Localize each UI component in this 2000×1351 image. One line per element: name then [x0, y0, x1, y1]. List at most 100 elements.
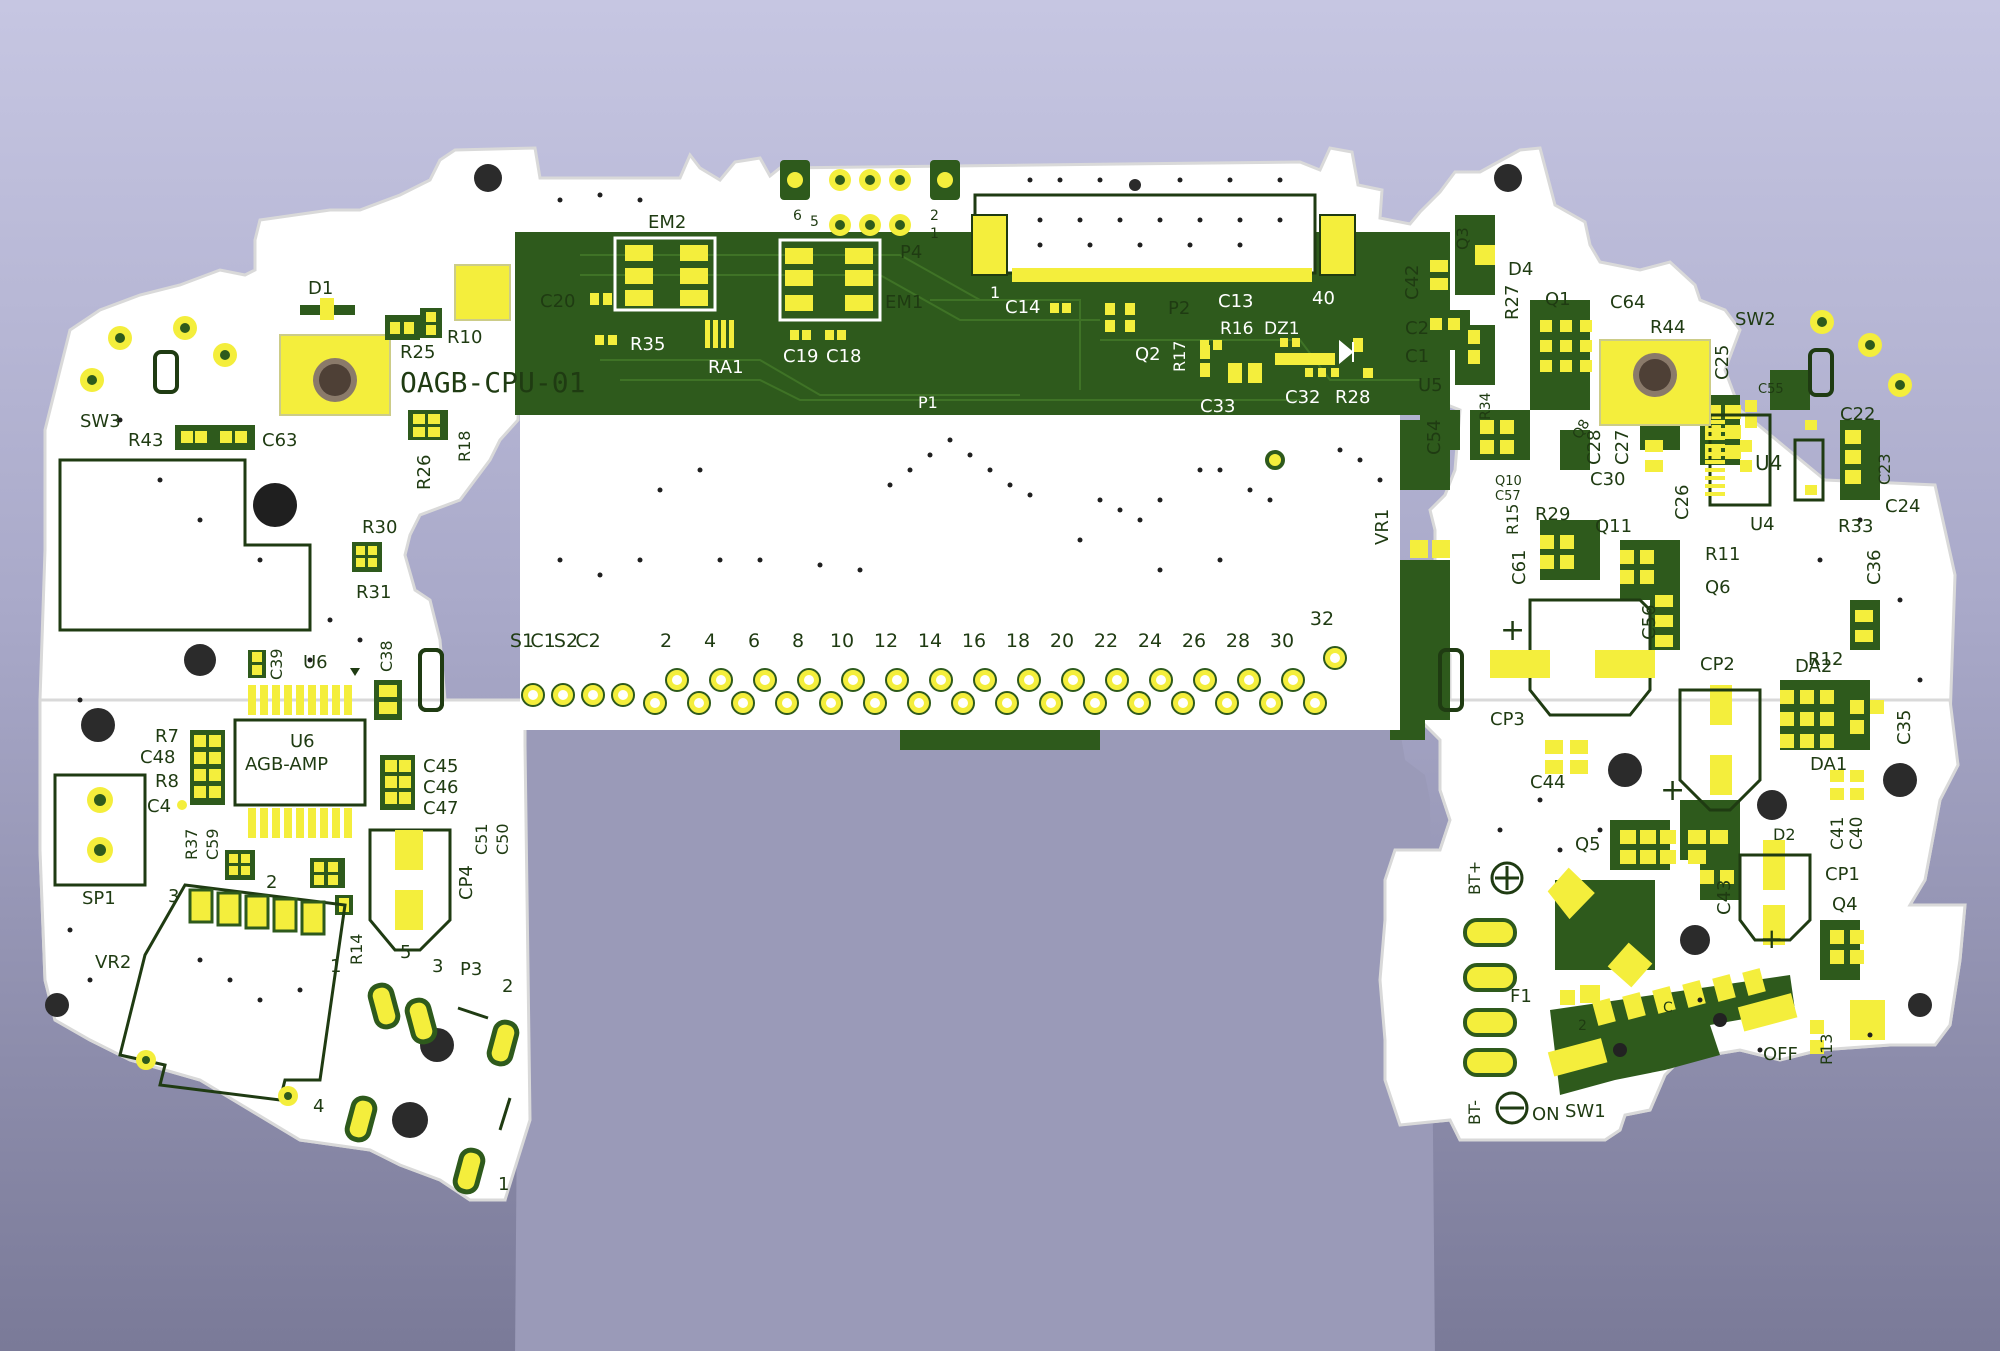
label-p4-5: 5: [810, 214, 819, 230]
smd-pads-left-mid: [177, 648, 444, 915]
label-r29: R29: [1535, 504, 1570, 525]
label-c38: C38: [377, 640, 396, 672]
cart-pin-number: 12: [874, 630, 898, 652]
smd-pads-left: [175, 264, 511, 572]
cart-pin-number: 26: [1182, 630, 1206, 652]
label-q4: Q4: [1832, 894, 1858, 915]
label-c42: C42: [1402, 265, 1423, 300]
label-c50: C50: [493, 823, 512, 855]
label-c25: C25: [1712, 345, 1733, 380]
label-p2-1: 1: [990, 283, 1000, 302]
cart-pin-number: 28: [1226, 630, 1250, 652]
label-vr2-4: 4: [313, 1096, 324, 1117]
label-r35: R35: [630, 334, 665, 355]
label-c57: C57: [1495, 489, 1521, 504]
label-off: OFF: [1763, 1044, 1798, 1065]
label-q1: Q1: [1545, 289, 1571, 310]
label-c55: C55: [1758, 382, 1784, 397]
label-c47: C47: [423, 798, 458, 819]
label-r18: R18: [455, 431, 474, 462]
label-agb-amp: AGB-AMP: [245, 754, 328, 775]
label-c13: C13: [1218, 291, 1253, 312]
switch-sw3: [80, 316, 391, 416]
label-p2-40: 40: [1312, 288, 1335, 309]
label-q2: Q2: [1135, 344, 1161, 365]
label-c43: C43: [1714, 880, 1735, 915]
diode-dz1-symbol: [1339, 339, 1354, 365]
cart-slot-bar: [900, 730, 1100, 750]
smd-pads-mask: [590, 293, 1373, 383]
connector-p2: [971, 193, 1356, 282]
label-d4: D4: [1508, 259, 1533, 280]
pot-vr2: [118, 883, 347, 1106]
cart-pin-number: 16: [962, 630, 986, 652]
label-bt-plus: BT+: [1465, 861, 1484, 895]
label-c18: C18: [826, 346, 861, 367]
label-c46: C46: [423, 777, 458, 798]
label-em2: EM2: [648, 212, 686, 233]
label-vr2-3: 3: [168, 886, 179, 907]
cart-pin-number: 10: [830, 630, 854, 652]
regulator-q5: [1547, 867, 1655, 1005]
label-cp2: CP2: [1700, 654, 1735, 675]
label-p3-5: 5: [400, 942, 411, 963]
speaker-sp1: [53, 773, 147, 887]
cart-connector-pins: [418, 646, 1464, 715]
label-c44: C44: [1530, 772, 1565, 793]
cart-pin-number: S2: [554, 630, 578, 652]
capacitor-cp2: [1678, 688, 1762, 812]
label-on: ON: [1532, 1104, 1560, 1125]
label-sw1-2: 2: [1578, 1018, 1587, 1034]
cart-pin-number: C2: [575, 630, 600, 652]
label-r43: R43: [128, 430, 163, 451]
label-c51: C51: [472, 823, 491, 855]
label-plus-cp1: +: [1760, 922, 1783, 955]
label-q10: Q10: [1495, 474, 1522, 489]
label-vr2: VR2: [95, 952, 131, 973]
chip-em2: [613, 236, 717, 312]
shield-outline: [58, 458, 312, 632]
label-p3-2: 2: [502, 976, 513, 997]
solder-mask-vr1: [1390, 420, 1450, 740]
label-sw1-c: C: [1663, 1000, 1673, 1016]
label-p1: P1: [918, 393, 938, 412]
label-r31: R31: [356, 582, 391, 603]
label-c33: C33: [1200, 396, 1235, 417]
label-da1: DA1: [1810, 754, 1847, 775]
label-sw1: SW1: [1565, 1101, 1606, 1122]
label-vr1: VR1: [1372, 509, 1393, 545]
label-r28: R28: [1335, 387, 1370, 408]
label-c24: C24: [1885, 496, 1920, 517]
label-r37: R37: [182, 829, 201, 860]
label-sp1: SP1: [82, 888, 116, 909]
jack-p3: [344, 982, 520, 1195]
label-u4: U4: [1750, 514, 1775, 535]
label-sw2: SW2: [1735, 309, 1776, 330]
label-da2: DA2: [1795, 656, 1832, 677]
label-p3: P3: [460, 959, 482, 980]
label-c63: C63: [262, 430, 297, 451]
label-f1: F1: [1510, 986, 1532, 1007]
label-r11: R11: [1705, 544, 1740, 565]
chip-u4: [1705, 413, 1825, 507]
cart-pin-number: 24: [1138, 630, 1162, 652]
connector-p4: [780, 160, 960, 236]
chip-em1: [778, 238, 882, 322]
label-c36: C36: [1864, 550, 1885, 585]
yellow-pads-right: [1410, 260, 1885, 1054]
label-p4-1: 1: [930, 226, 939, 242]
label-r10: R10: [447, 327, 482, 348]
vias: [67, 177, 1923, 1053]
label-cp1: CP1: [1825, 864, 1860, 885]
label-r8: R8: [155, 771, 179, 792]
battery-pads: [1463, 861, 1529, 1125]
label-dz1: DZ1: [1264, 319, 1300, 339]
label-q11: Q11: [1595, 516, 1632, 537]
label-r12: R12: [1808, 649, 1843, 670]
label-c39: C39: [267, 648, 286, 680]
cart-cutout: [515, 730, 1435, 1351]
label-c19: C19: [783, 346, 818, 367]
label-u5: U5: [1418, 375, 1443, 396]
label-c40: C40: [1847, 816, 1867, 850]
